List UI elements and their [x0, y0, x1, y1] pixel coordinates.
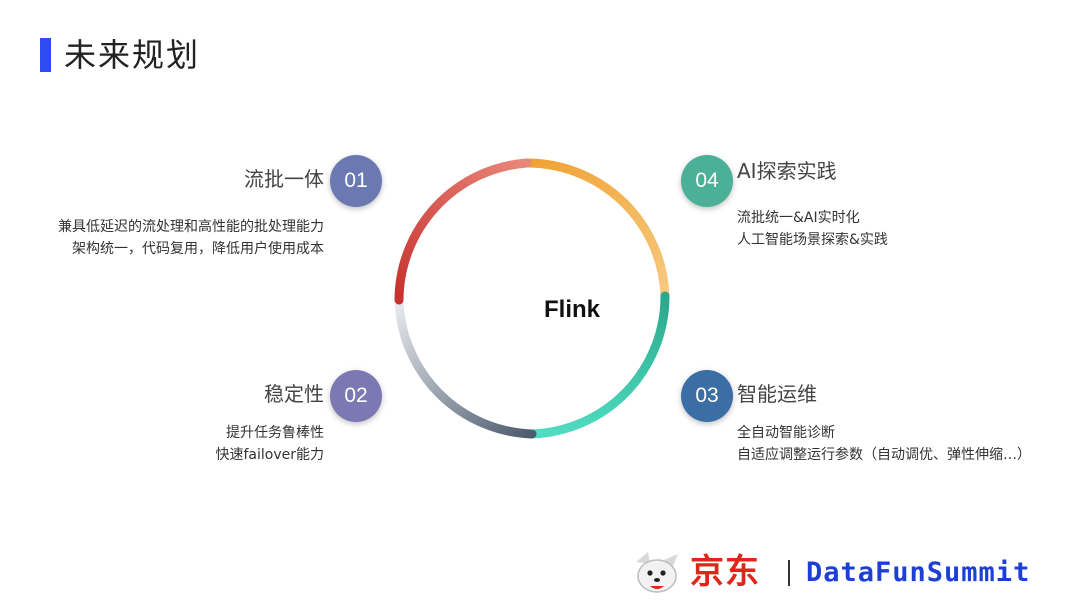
badge-02: 02 — [330, 370, 382, 422]
ring-segment-top-right — [522, 158, 670, 301]
desc-03-line-2: 自适应调整运行参数（自动调优、弹性伸缩…） — [737, 447, 1031, 463]
footer-divider — [788, 560, 790, 586]
heading-04: AI探索实践 — [737, 159, 837, 183]
desc-01-line-1: 兼具低延迟的流处理和高性能的批处理能力 — [58, 219, 324, 235]
desc-04: 流批统一&AI实时化 人工智能场景探索&实践 — [737, 207, 1037, 251]
datafunsummit-logo: DataFunSummit — [806, 557, 1031, 588]
desc-02-line-2: 快速failover能力 — [215, 447, 324, 463]
desc-04-line-1: 流批统一&AI实时化 — [737, 210, 860, 226]
desc-03-line-1: 全自动智能诊断 — [737, 425, 835, 441]
badge-01: 01 — [330, 155, 382, 207]
jd-logo-text: 京东 — [690, 552, 760, 592]
ring-segment-top-left — [394, 158, 532, 305]
desc-02: 提升任务鲁棒性 快速failover能力 — [120, 422, 324, 466]
desc-01-line-2: 架构统一，代码复用，降低用户使用成本 — [72, 241, 324, 257]
page-title: 未来规划 — [64, 36, 201, 74]
ring-segment-bottom-left — [394, 295, 537, 439]
desc-03: 全自动智能诊断 自适应调整运行参数（自动调优、弹性伸缩…） — [737, 422, 1067, 466]
desc-01: 兼具低延迟的流处理和高性能的批处理能力 架构统一，代码复用，降低用户使用成本 — [20, 216, 324, 260]
footer-branding: 京东 DataFunSummit — [630, 548, 1060, 598]
heading-03: 智能运维 — [737, 382, 817, 406]
ring-segment-bottom-right — [527, 291, 670, 439]
heading-01: 流批一体 — [244, 167, 324, 191]
center-label: Flink — [543, 296, 600, 323]
jd-mascot-icon — [636, 552, 678, 593]
title-accent-bar — [40, 38, 51, 72]
heading-02: 稳定性 — [264, 382, 324, 406]
desc-04-line-2: 人工智能场景探索&实践 — [737, 232, 888, 248]
badge-03: 03 — [681, 370, 733, 422]
desc-02-line-1: 提升任务鲁棒性 — [226, 425, 324, 441]
badge-04: 04 — [681, 155, 733, 207]
